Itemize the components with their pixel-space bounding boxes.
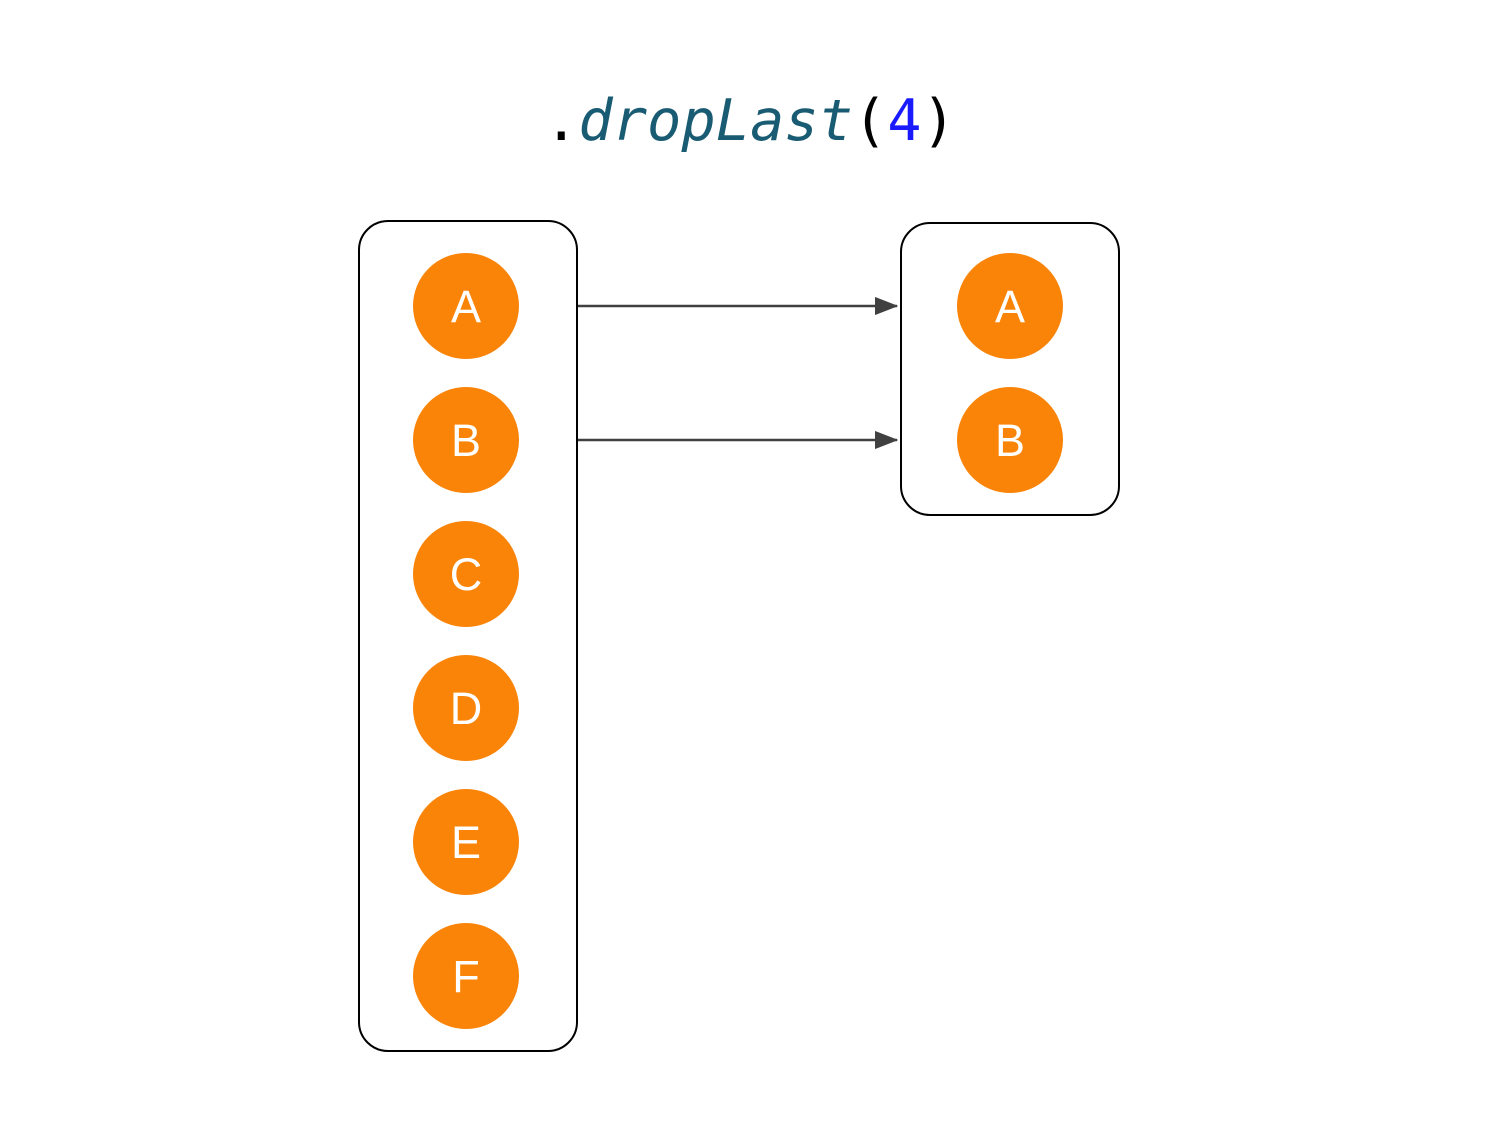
- node-label: C: [449, 548, 483, 600]
- title-method-name: dropLast: [578, 88, 853, 154]
- node-label: A: [450, 280, 481, 332]
- title-argument: 4: [887, 88, 922, 154]
- result-node-b[interactable]: B: [957, 387, 1063, 493]
- source-node-b[interactable]: B: [413, 387, 519, 493]
- operation-title: .dropLast(4): [0, 86, 1500, 156]
- result-node-a[interactable]: A: [957, 253, 1063, 359]
- node-label: F: [452, 950, 480, 1002]
- source-node-d[interactable]: D: [413, 655, 519, 761]
- title-close-paren: ): [921, 88, 956, 154]
- title-open-paren: (: [852, 88, 888, 154]
- source-node-f[interactable]: F: [413, 923, 519, 1029]
- node-label: D: [449, 682, 483, 734]
- node-label: A: [994, 280, 1025, 332]
- source-node-c[interactable]: C: [413, 521, 519, 627]
- node-label: B: [450, 414, 481, 466]
- node-label: E: [450, 816, 481, 868]
- source-node-e[interactable]: E: [413, 789, 519, 895]
- title-dot: .: [544, 88, 579, 154]
- source-node-a[interactable]: A: [413, 253, 519, 359]
- node-label: B: [994, 414, 1025, 466]
